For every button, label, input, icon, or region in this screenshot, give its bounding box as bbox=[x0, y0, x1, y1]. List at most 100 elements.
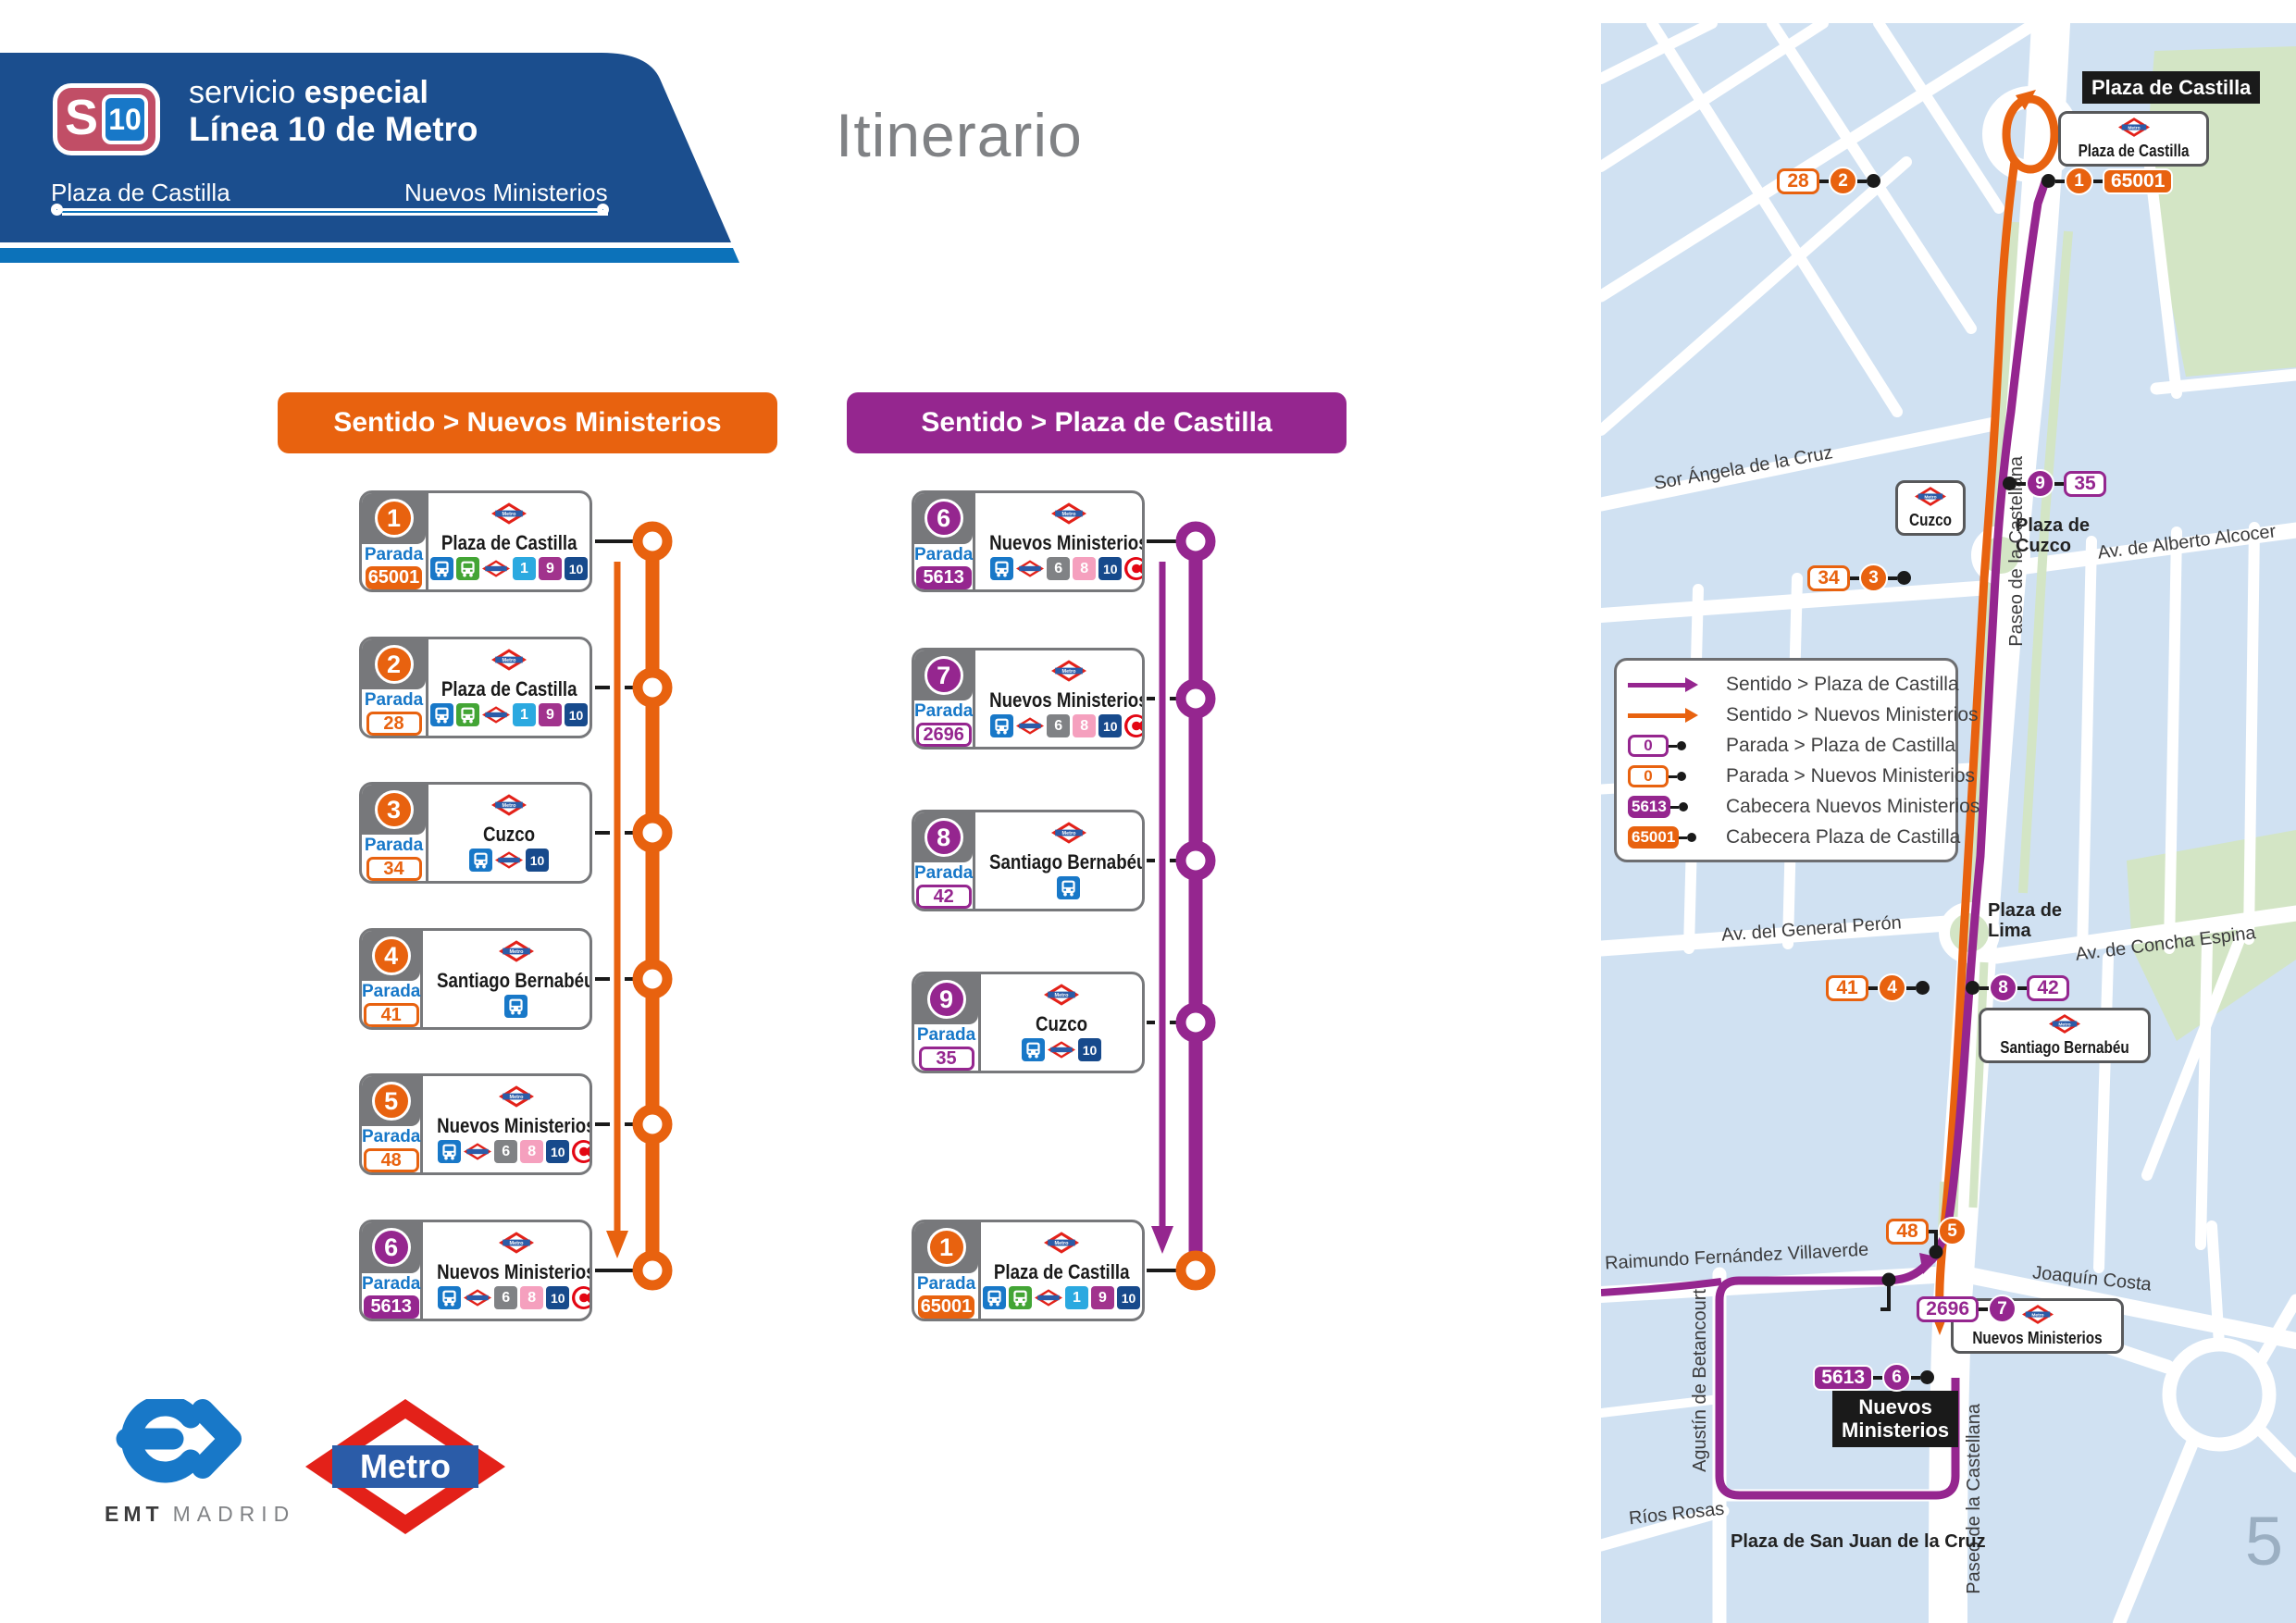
legend-code-box: 0 bbox=[1628, 765, 1669, 787]
legend-stop-swatch: 0 bbox=[1628, 735, 1717, 757]
stop-code: 2696 bbox=[915, 723, 972, 747]
map-marker-dash bbox=[1980, 985, 1989, 990]
direction-header-plaza-de-castilla: Sentido > Plaza de Castilla bbox=[847, 392, 1347, 453]
map-marker-dash bbox=[1857, 179, 1867, 183]
line-L10-badge: 10 bbox=[1117, 1286, 1140, 1309]
map-stop-number-badge: 6 bbox=[1882, 1363, 1911, 1392]
metro-logo-icon: Metro bbox=[491, 502, 527, 529]
legend-label: Cabecera Plaza de Castilla bbox=[1726, 826, 1961, 848]
map-area-label: Nuevos Ministerios bbox=[1832, 1391, 1959, 1447]
line-L6-badge: 6 bbox=[494, 1286, 518, 1309]
map-street-label: Plaza de Lima bbox=[1988, 900, 2063, 941]
line-L8-badge: 8 bbox=[520, 1286, 544, 1309]
line-L6-badge: 6 bbox=[494, 1140, 518, 1163]
map-stop-dot bbox=[1966, 981, 1980, 995]
bus-blue-icon bbox=[990, 557, 1014, 580]
line-L8-badge: 8 bbox=[520, 1140, 544, 1163]
stop-number-badge: 6 bbox=[371, 1228, 411, 1268]
svg-text:Metro: Metro bbox=[503, 658, 517, 663]
line-L10-badge: 10 bbox=[1098, 714, 1123, 737]
legend-stop-swatch: 0 bbox=[1628, 765, 1717, 787]
map-street-label: Plaza de Cuzco bbox=[2016, 515, 2091, 556]
badge-line-number: 10 bbox=[102, 94, 149, 144]
legend-arrow-swatch bbox=[1628, 708, 1717, 723]
metro-diamond-icon bbox=[482, 560, 510, 577]
page-number: 5 bbox=[2244, 1503, 2283, 1580]
terminus-right: Nuevos Ministerios bbox=[404, 179, 608, 206]
metro-diamond-icon bbox=[1035, 1289, 1062, 1307]
svg-text:Metro: Metro bbox=[2031, 1312, 2043, 1318]
map-stop-marker: 5613 6 bbox=[1813, 1363, 1934, 1392]
legend-label: Sentido > Nuevos Ministerios bbox=[1726, 704, 1979, 725]
legend-stop-swatch: 65001 bbox=[1628, 826, 1717, 849]
stop-number-badge: 2 bbox=[374, 645, 414, 684]
map-metro-station-name: Santiago Bernabéu bbox=[2000, 1038, 2129, 1057]
map-stop-dot bbox=[2042, 174, 2055, 188]
line-L10-badge: 10 bbox=[565, 703, 588, 726]
bus-blue-icon bbox=[990, 714, 1014, 737]
bus-blue-icon bbox=[438, 1140, 462, 1163]
map-stop-code: 42 bbox=[2027, 974, 2069, 1001]
header-route-track bbox=[51, 201, 619, 229]
map-stop-number-badge: 7 bbox=[1988, 1295, 2017, 1323]
map-stop-code: 41 bbox=[1826, 974, 1868, 1001]
legend-arrow-line bbox=[1628, 712, 1685, 718]
map-metro-station-name: Nuevos Ministerios bbox=[1972, 1329, 2103, 1347]
stop-number-area: 5 bbox=[362, 1076, 421, 1126]
svg-text:Metro: Metro bbox=[1061, 831, 1076, 836]
legend-label: Sentido > Plaza de Castilla bbox=[1726, 674, 1959, 695]
line-L9-badge: 9 bbox=[539, 557, 562, 580]
stop-number-badge: 1 bbox=[926, 1228, 966, 1268]
parada-label: Parada bbox=[364, 690, 424, 710]
legend-item: Sentido > Plaza de Castilla bbox=[1628, 672, 1959, 698]
map-marker-dash bbox=[2017, 481, 2026, 486]
stop-number-area: 9 bbox=[914, 974, 978, 1024]
map-marker-dash bbox=[1888, 576, 1897, 580]
station-name: Cuzco bbox=[1035, 1012, 1088, 1035]
line-L10-badge: 10 bbox=[1078, 1038, 1101, 1061]
line-s10-badge: S 10 bbox=[53, 83, 160, 155]
line-L8-badge: 8 bbox=[1073, 557, 1097, 580]
legend-item: Sentido > Nuevos Ministerios bbox=[1628, 702, 1979, 728]
bus-blue-icon bbox=[1022, 1038, 1045, 1061]
line-L9-badge: 9 bbox=[539, 703, 562, 726]
emt-word-bold: EMT bbox=[105, 1502, 164, 1526]
map-stop-code: 65001 bbox=[2103, 167, 2174, 194]
legend-tick bbox=[1679, 836, 1688, 839]
parada-label: Parada bbox=[916, 1025, 976, 1045]
transport-icons-row: 10 bbox=[469, 849, 549, 872]
map-route-lines bbox=[1601, 90, 2059, 1500]
map-stop-code: 48 bbox=[1886, 1218, 1929, 1245]
map-marker-dash bbox=[1906, 985, 1916, 990]
direction-header-nuevos-ministerios: Sentido > Nuevos Ministerios bbox=[278, 392, 777, 453]
map-stop-code: 5613 bbox=[1813, 1364, 1873, 1391]
banner-shape-background bbox=[0, 53, 739, 263]
map-stop-dot bbox=[1867, 174, 1880, 188]
map-street-label: Plaza de San Juan de la Cruz bbox=[1731, 1531, 1986, 1552]
route-line-plaza-de-castilla bbox=[1147, 521, 1216, 1291]
metro-logo-icon: Metro bbox=[2021, 1305, 2054, 1329]
legend-code-box: 0 bbox=[1628, 735, 1669, 757]
service-title-light: servicio bbox=[189, 75, 296, 110]
